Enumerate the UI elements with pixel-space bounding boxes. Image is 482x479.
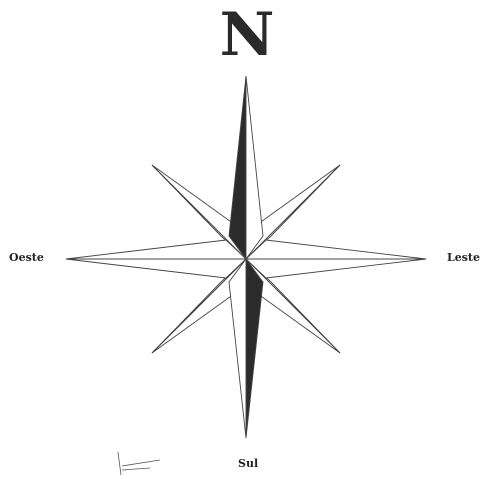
east-label: Leste bbox=[447, 251, 480, 265]
north-label: N bbox=[212, 2, 282, 68]
west-point-lower bbox=[66, 259, 246, 278]
west-label: Oeste bbox=[9, 251, 44, 265]
cardinal-points bbox=[66, 76, 426, 438]
south-point-light bbox=[229, 259, 246, 438]
north-point-dark bbox=[229, 76, 246, 259]
east-point-upper bbox=[246, 240, 426, 259]
compass-rose-group bbox=[66, 76, 426, 475]
east-point-lower bbox=[246, 259, 426, 278]
west-point-upper bbox=[66, 240, 246, 259]
south-point-dark bbox=[246, 259, 263, 438]
south-label: Sul bbox=[238, 457, 258, 471]
north-point-light bbox=[246, 76, 263, 259]
stray-mark bbox=[118, 452, 160, 475]
